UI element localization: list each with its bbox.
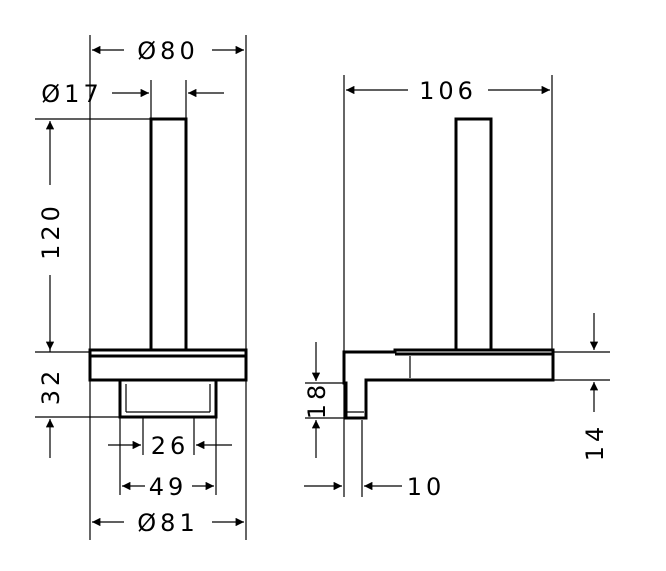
dim-top-diameter: Ø80 [137,37,198,65]
mounting-block [118,378,218,419]
dim-base-height: 32 [37,367,65,406]
dim-plate-thickness: 14 [581,423,609,462]
dim-wall-offset: 10 [407,473,446,501]
front-view: Ø80 Ø17 120 32 26 49 Ø81 [35,35,248,540]
dim-inner-width: 26 [151,432,190,460]
side-view: 106 18 14 10 [303,75,610,501]
dim-rod-diameter: Ø17 [41,80,102,108]
dim-bottom-diameter: Ø81 [137,509,198,537]
dim-outer-width: 49 [149,473,188,501]
dim-flange-height: 18 [303,381,331,420]
dim-rod-height: 120 [37,202,65,260]
dim-total-depth: 106 [419,77,477,105]
side-holder-body [342,348,555,420]
side-spare-roll-rod [454,117,493,354]
spare-roll-rod [149,117,188,354]
